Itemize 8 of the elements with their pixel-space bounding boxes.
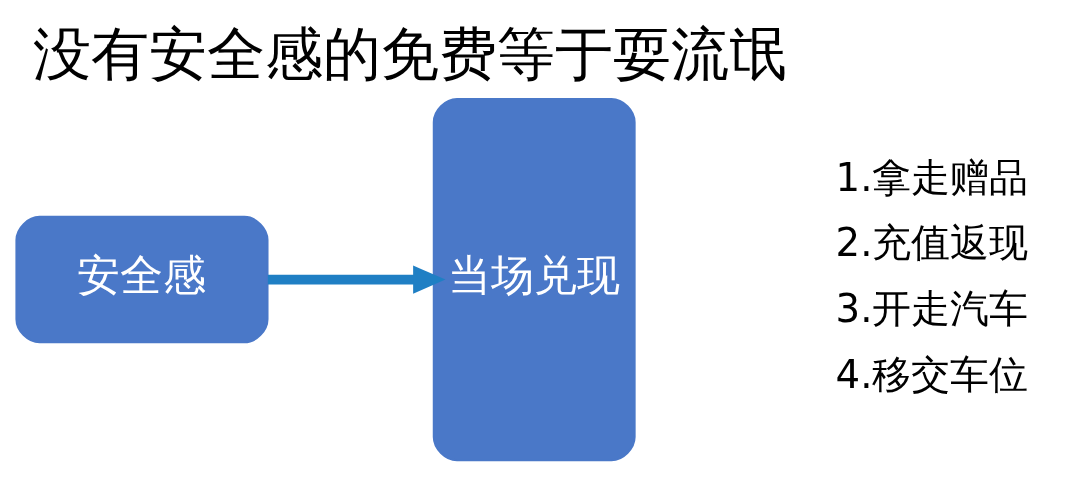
diagram-title: 没有安全感的免费等于耍流氓 xyxy=(32,19,787,88)
label: 4.移交车位 xyxy=(835,351,1029,397)
node-box: 安全感 xyxy=(15,215,269,343)
label: 2.充值返现 xyxy=(835,219,1029,265)
node-box: 当场兑现 xyxy=(432,97,636,461)
arrow xyxy=(267,264,446,294)
label: 3.开走汽车 xyxy=(835,285,1029,331)
label: 1.拿走赠品 xyxy=(835,154,1029,200)
